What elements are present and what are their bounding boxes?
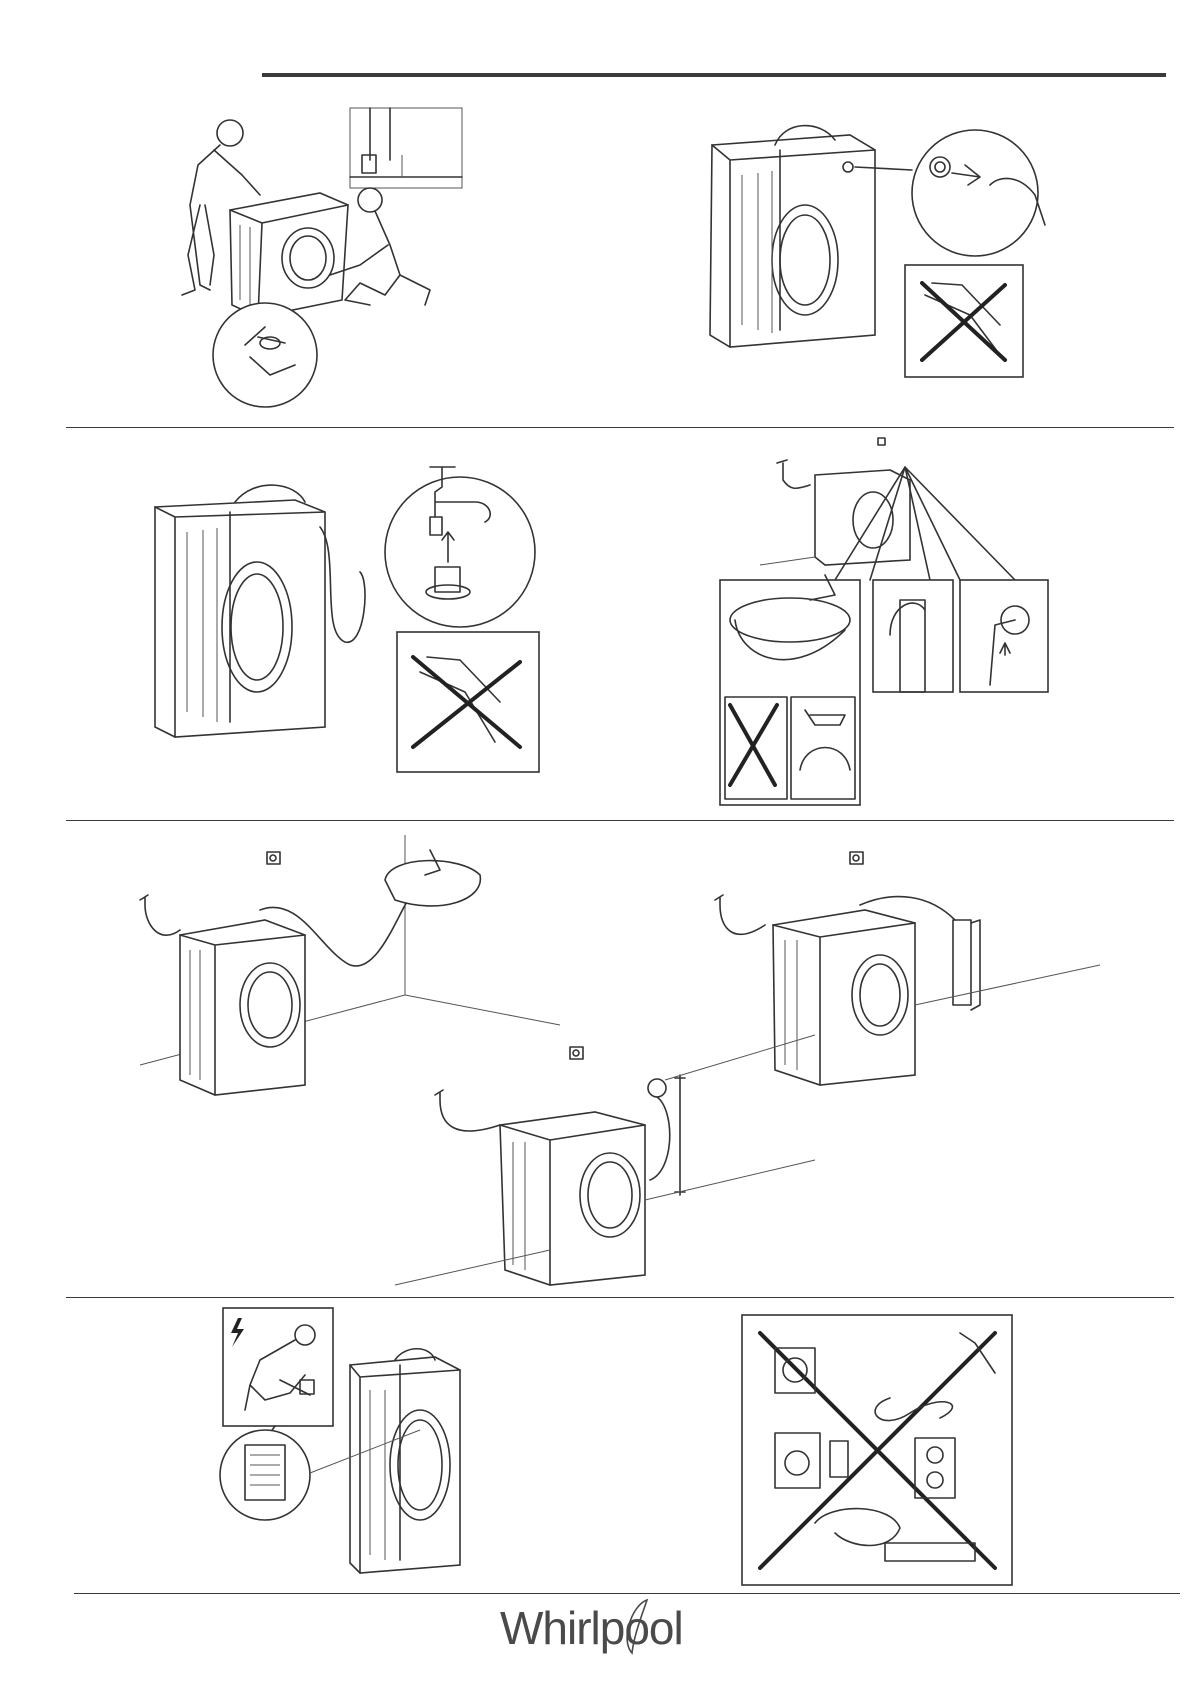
row-divider-1 <box>66 427 1174 428</box>
drain-hose-options-icon <box>715 435 1100 810</box>
header-rule <box>262 73 1166 77</box>
whirlpool-logo: Whirlpool <box>500 1595 740 1665</box>
brand-swoosh-icon <box>612 1595 652 1665</box>
row-divider-3 <box>66 1297 1174 1298</box>
electrical-connection-icon <box>220 1305 540 1585</box>
drain-into-wall-outlet-icon <box>395 1030 815 1290</box>
brand-logo-text: Whirlpool <box>500 1601 683 1655</box>
no-adapters-extension-cords-icon <box>740 1313 1015 1588</box>
two-people-leveling-washer-icon <box>170 105 490 420</box>
remove-transport-bolts-icon <box>700 115 1100 405</box>
connect-water-inlet-hose-icon <box>145 472 545 782</box>
row-divider-2 <box>66 820 1174 821</box>
footer-rule <box>74 1593 1180 1594</box>
